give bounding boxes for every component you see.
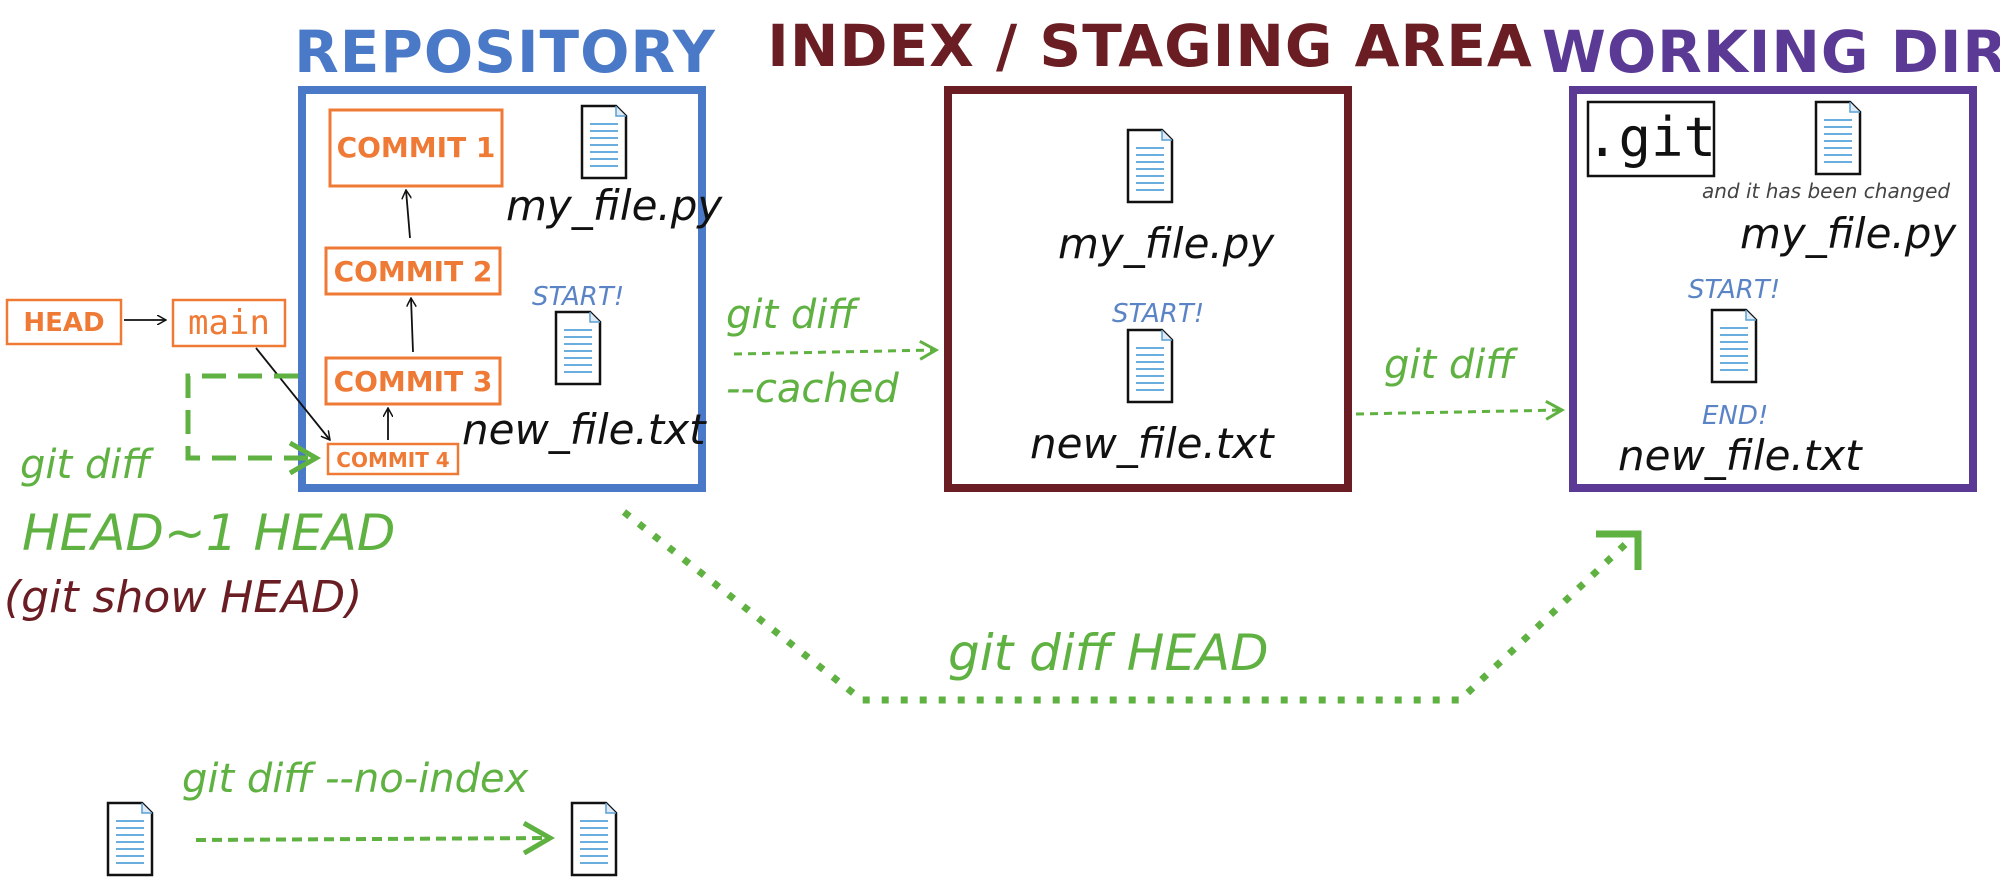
commit-4[interactable]: COMMIT 4 (326, 442, 460, 476)
head1-head-cmd-line1: git diff (20, 442, 154, 488)
index-title: INDEX / STAGING AREA (767, 12, 1532, 80)
repository-title: REPOSITORY (294, 18, 716, 86)
commit-3-label: COMMIT 3 (334, 365, 493, 398)
wd-new-file-name: new_file.txt (1618, 431, 1863, 480)
cached-arrow (733, 339, 940, 361)
wd-my-file-name: my_file.py (1740, 209, 1957, 258)
changed-note: and it has been changed (1702, 179, 1950, 203)
repo-new-file-name: new_file.txt (462, 405, 707, 454)
repo-my-file-name: my_file.py (506, 181, 723, 230)
diff-head-arrowhead (1596, 530, 1642, 570)
no-index-cmd: git diff --no-index (182, 756, 529, 802)
wd-start-marker: START! (1688, 275, 1780, 305)
document-icon (106, 801, 154, 877)
document-icon (1126, 328, 1174, 404)
document-icon (1126, 128, 1174, 204)
index-my-file-name: my_file.py (1058, 219, 1275, 268)
working-dir-title: WORKING DIR (1542, 18, 2000, 86)
head-ref[interactable]: HEAD (5, 298, 123, 346)
diff-head-cmd: git diff HEAD (948, 624, 1269, 682)
git-folder-label: .git (1586, 100, 1716, 178)
index-new-file-name: new_file.txt (1030, 419, 1275, 468)
no-index-arrow (195, 838, 550, 840)
cached-cmd-line1: git diff (726, 292, 860, 338)
head1-head-diff-arrow (185, 373, 316, 458)
main-label: main (188, 303, 270, 343)
commit-3[interactable]: COMMIT 3 (324, 356, 502, 406)
main-to-commit4-arrow (255, 347, 330, 440)
index-start-marker: START! (1112, 299, 1204, 329)
git-folder-text: .git (1586, 106, 1716, 169)
commit-2-label: COMMIT 2 (334, 255, 493, 288)
commit2-to-commit1-arrow (406, 190, 410, 239)
index-to-wd-arrow (1355, 399, 1566, 421)
commit3-to-commit2-arrow (411, 298, 413, 353)
commit-1[interactable]: COMMIT 1 (328, 108, 504, 188)
document-icon (580, 104, 628, 180)
document-icon (1710, 308, 1758, 384)
working-dir-box (1569, 86, 1977, 492)
repository-box (298, 86, 706, 492)
commit-1-label: COMMIT 1 (337, 131, 496, 164)
index-wd-cmd: git diff (1384, 342, 1518, 388)
head1-head-cmd-line2: HEAD~1 HEAD (22, 504, 395, 562)
document-icon (554, 310, 602, 386)
repo-start-marker: START! (532, 282, 624, 312)
main-branch-ref[interactable]: main (171, 298, 287, 348)
wd-end-marker: END! (1702, 401, 1768, 431)
index-box (944, 86, 1352, 492)
document-icon (570, 801, 618, 877)
git-show-cmd: (git show HEAD) (4, 572, 362, 623)
commit-2[interactable]: COMMIT 2 (324, 246, 502, 296)
cached-cmd-line2: --cached (726, 366, 899, 412)
document-icon (1814, 100, 1862, 176)
head-label: HEAD (23, 308, 104, 338)
commit-4-label: COMMIT 4 (336, 448, 449, 472)
